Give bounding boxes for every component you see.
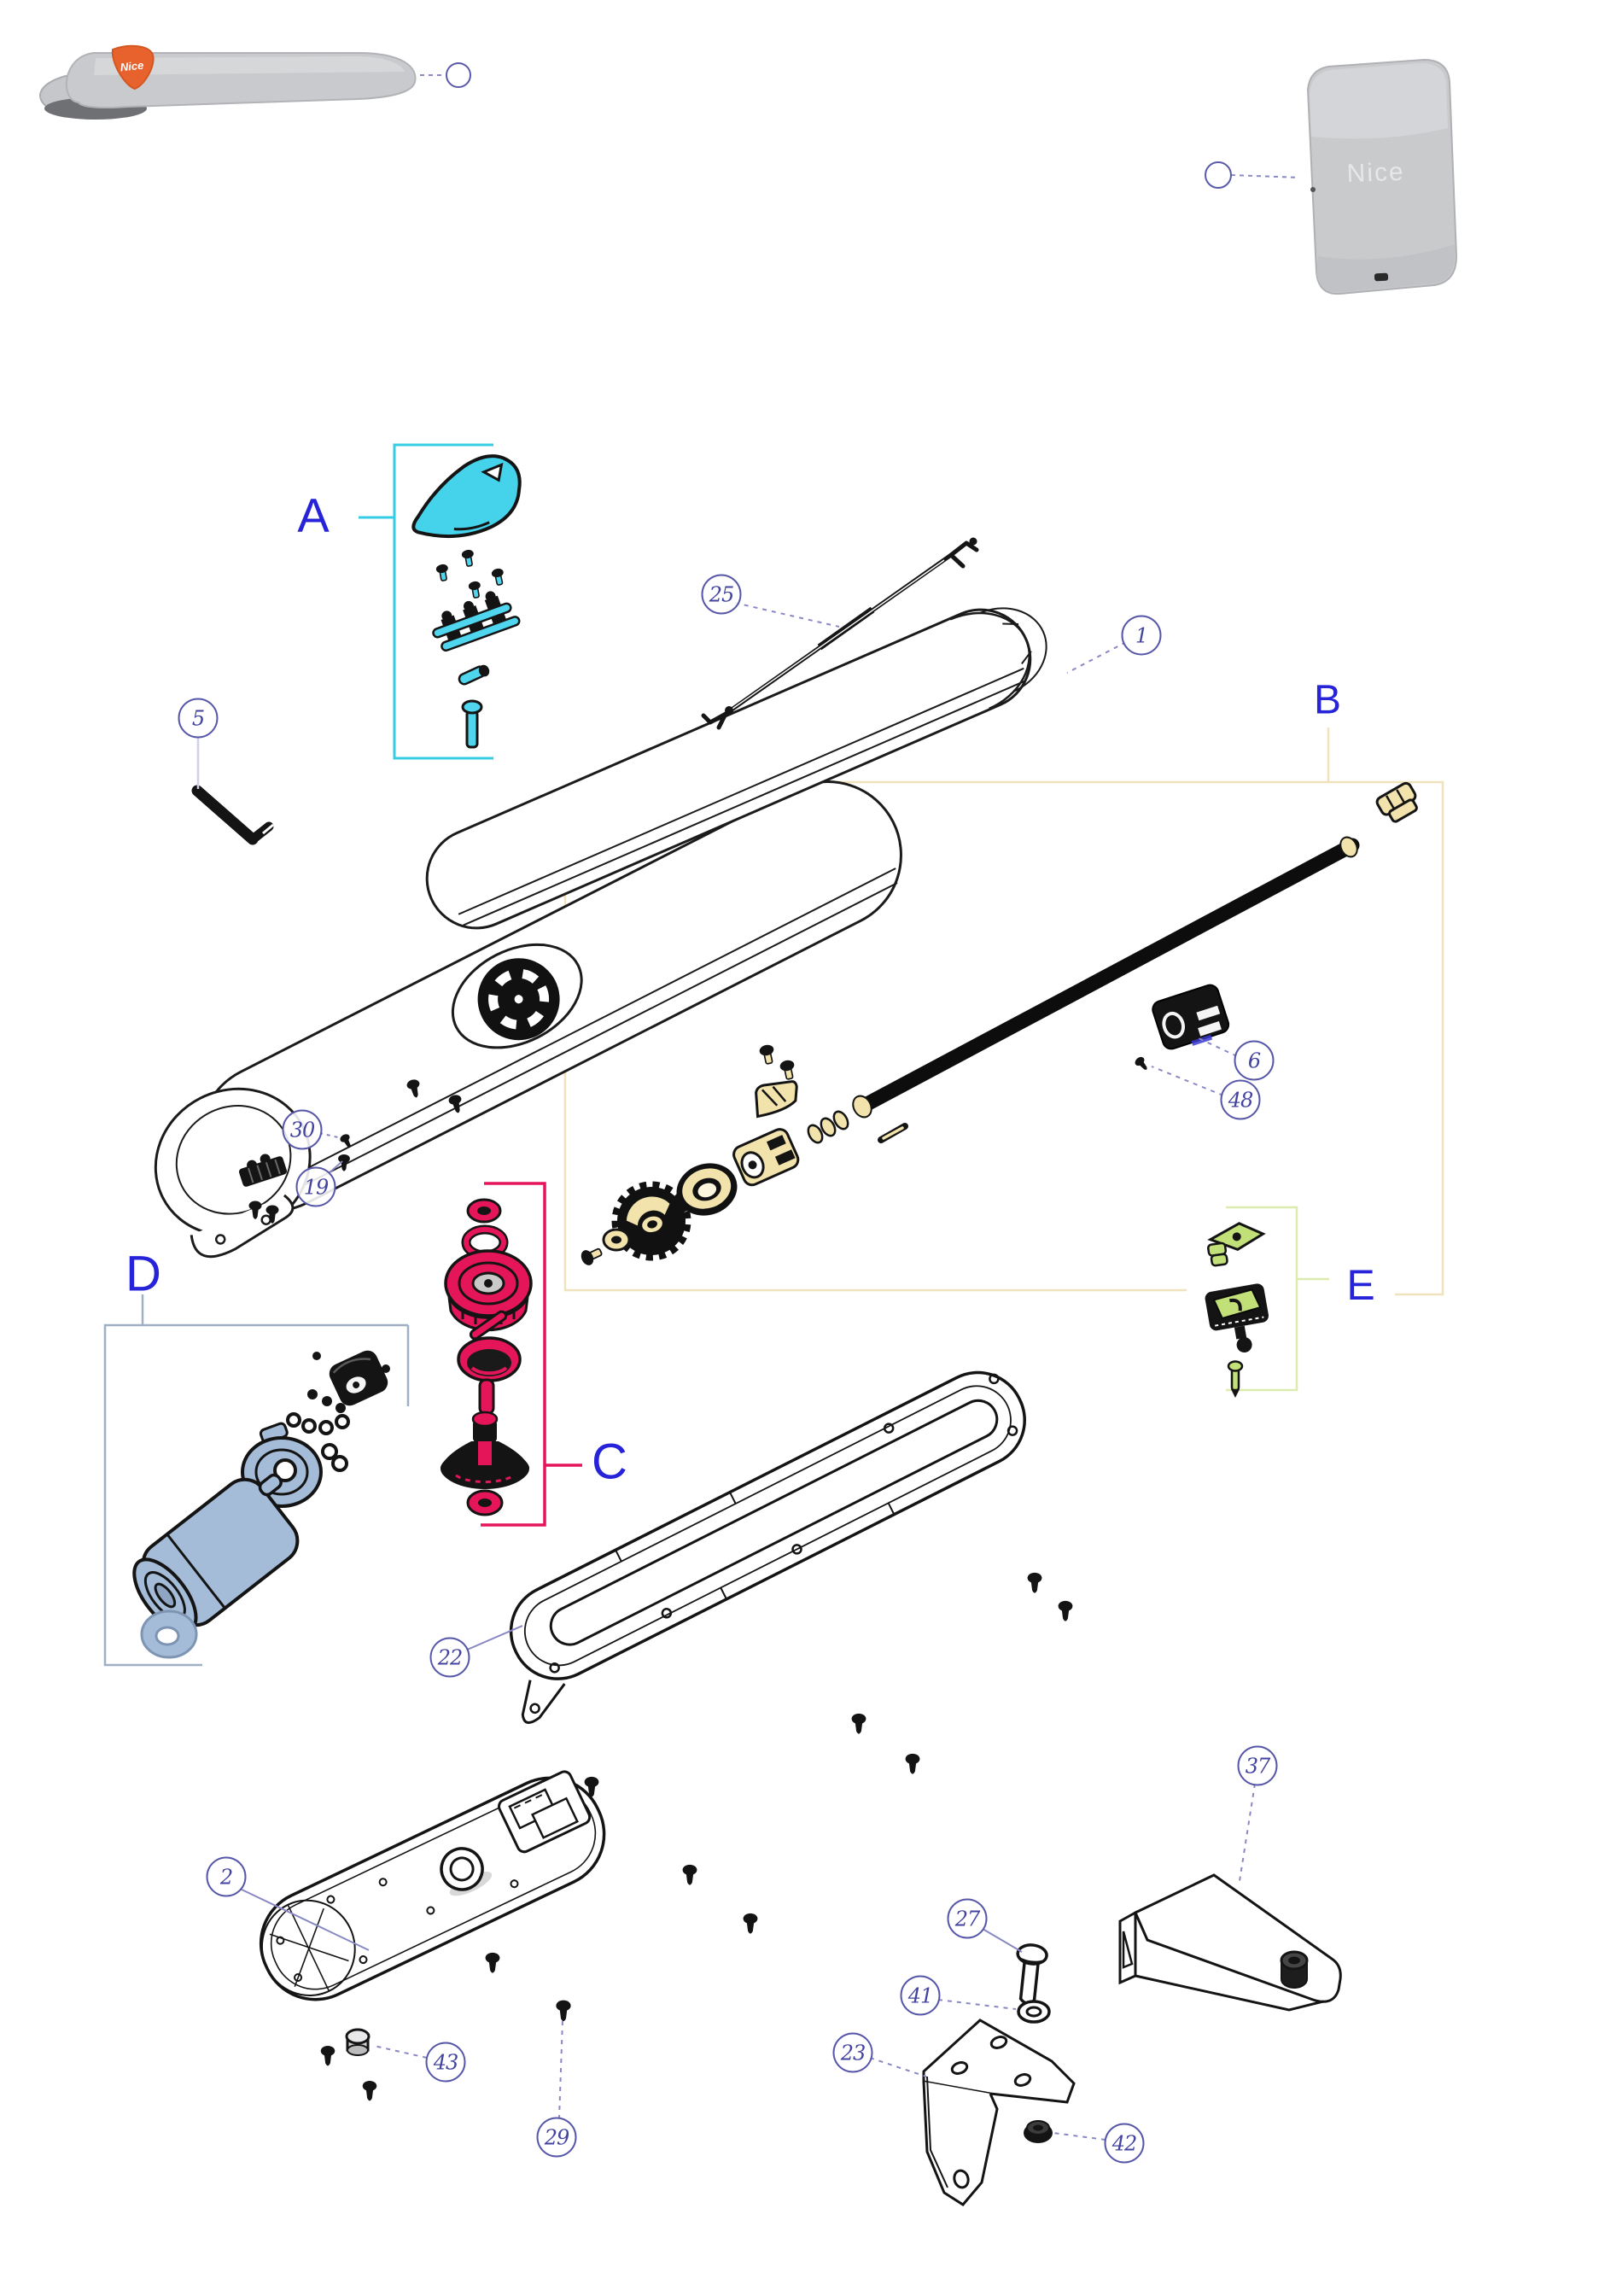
callout-37: 37 (1237, 1745, 1278, 1786)
limit-clip (1207, 1222, 1266, 1267)
post-bracket (922, 2018, 1076, 2206)
release-lever-cap (411, 454, 522, 539)
terminal-block (238, 1154, 288, 1187)
pivot-bolt (1016, 1943, 1051, 2024)
leader-lines (196, 602, 1256, 2141)
slide-guide-plate (485, 1370, 1073, 1973)
device-badge-text: Nice (120, 59, 144, 74)
group-a-bracket (359, 443, 493, 760)
group-label-e: E (1346, 1261, 1375, 1309)
bearing-cup (457, 1336, 522, 1382)
callout-19: 19 (295, 1166, 336, 1207)
motor-fan-gear (477, 958, 560, 1041)
worm-pulley (444, 1249, 533, 1332)
cover-logo-text: Nice (1346, 158, 1405, 188)
gate-bracket (1118, 1873, 1342, 2012)
callout-30: 30 (282, 1109, 323, 1150)
reference-circle-actuator (446, 62, 471, 88)
drive-worm-rod (853, 838, 1360, 1115)
group-d-parts (132, 1350, 390, 1659)
callout-2: 2 (206, 1856, 247, 1897)
callout-43: 43 (425, 2042, 466, 2083)
motor-end-cap (329, 1350, 388, 1406)
callout-29: 29 (536, 2117, 577, 2158)
lock-nut (1024, 2120, 1053, 2143)
group-c-parts (441, 1198, 533, 1516)
group-e-bracket (1226, 1206, 1329, 1392)
group-label-b: B (1313, 677, 1342, 723)
drive-coupler (732, 1128, 800, 1187)
release-clamp (432, 591, 521, 652)
stop-block (1152, 984, 1230, 1050)
callout-48: 48 (1220, 1079, 1261, 1120)
fastener-cluster-left (238, 1132, 354, 1224)
limit-screw (1227, 1360, 1244, 1398)
group-e-parts (1205, 1222, 1269, 1398)
pivot-washer (1017, 2000, 1051, 2024)
bevel-gear (611, 1181, 691, 1261)
spring-segments (807, 1110, 849, 1144)
callout-27: 27 (947, 1898, 988, 1939)
group-a-parts (411, 454, 522, 749)
roll-pin (878, 1123, 908, 1143)
rubber-cap (345, 2028, 370, 2056)
reference-circle-cover (1205, 161, 1232, 189)
callout-5: 5 (178, 698, 219, 739)
callout-41: 41 (900, 1975, 941, 2016)
callout-23: 23 (832, 2032, 873, 2073)
group-d-bracket (103, 1294, 410, 1667)
bearing-ring (676, 1163, 738, 1216)
group-label-c: C (592, 1434, 627, 1490)
washer (602, 1228, 631, 1252)
lower-housing-shell (154, 780, 902, 1259)
motor-washer (140, 1610, 198, 1659)
actuator-photo: Nice (39, 44, 444, 120)
callout-42: 42 (1104, 2123, 1145, 2164)
group-c-bracket (481, 1182, 582, 1527)
limit-switch-plate (1205, 1283, 1269, 1352)
callout-1: 1 (1121, 615, 1162, 656)
callout-25: 25 (701, 574, 742, 615)
callout-6: 6 (1234, 1040, 1275, 1081)
rod-end-clamp (1375, 781, 1418, 823)
nice-badge (111, 44, 155, 91)
output-gear-bell (441, 1411, 529, 1489)
group-label-d: D (125, 1246, 161, 1302)
release-pin (458, 664, 490, 686)
base-plate (259, 1770, 606, 2101)
drive-train-parts (578, 781, 1418, 1269)
callout-22: 22 (429, 1637, 470, 1678)
release-bolt (461, 699, 483, 749)
wedge-clamp (755, 1080, 798, 1119)
group-label-a: A (297, 488, 330, 542)
hex-release-key (191, 785, 274, 845)
release-rod (701, 537, 979, 730)
cover-photo: Nice (1230, 58, 1458, 295)
